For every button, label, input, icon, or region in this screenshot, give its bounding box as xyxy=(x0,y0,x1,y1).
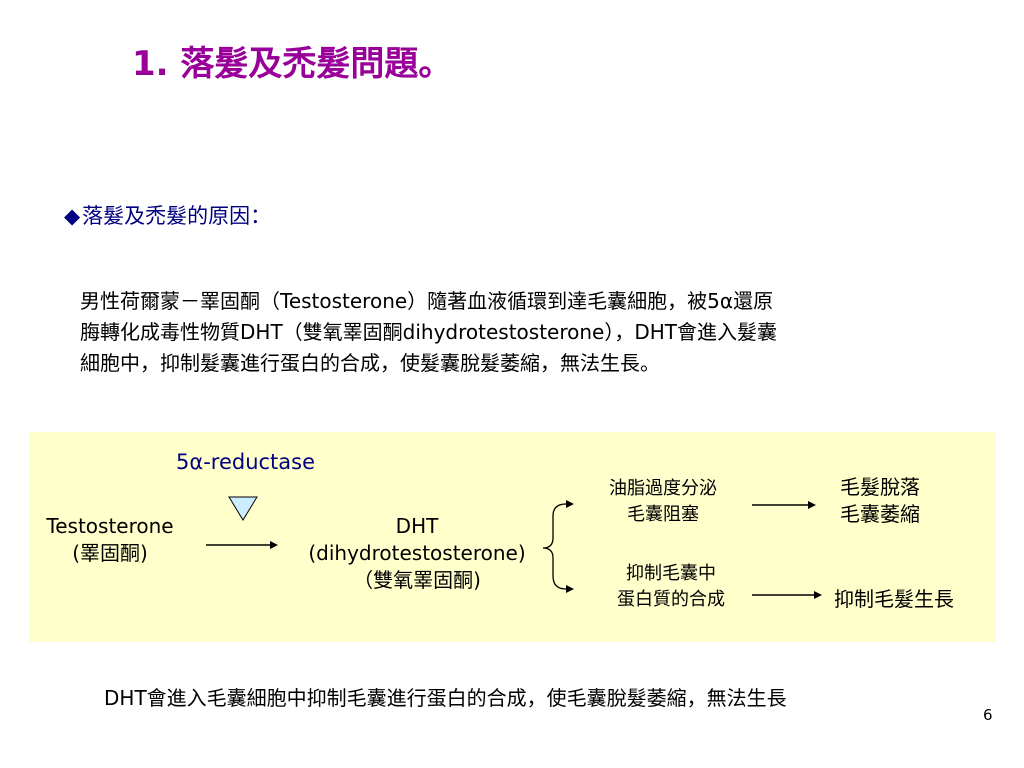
page-number: 6 xyxy=(983,706,993,724)
effect-bottom: 抑制毛囊中 蛋白質的合成 xyxy=(596,561,746,613)
paragraph-line: 脢轉化成毒性物質DHT（雙氧睪固酮dihydrotestosterone），DH… xyxy=(80,320,778,344)
result-top-line: 毛髮脫落 xyxy=(840,475,920,499)
arrowhead xyxy=(270,541,278,549)
effect-bottom-line: 蛋白質的合成 xyxy=(617,589,725,610)
section-heading: ◆落髮及禿髮的原因： xyxy=(64,200,271,230)
diagram-panel xyxy=(29,432,996,642)
testosterone-node: Testosterone (睪固酮) xyxy=(30,513,190,567)
dht-name: DHT xyxy=(395,514,439,538)
section-heading-text: 落髮及禿髮的原因： xyxy=(82,204,272,228)
arrowhead xyxy=(566,500,574,508)
effect-bottom-line: 抑制毛囊中 xyxy=(626,563,716,584)
explanation-paragraph: 男性荷爾蒙－睪固酮（Testosterone）隨著血液循環到達毛囊細胞，被5α還… xyxy=(80,286,960,379)
result-bottom: 抑制毛髮生長 xyxy=(834,587,954,611)
brace xyxy=(542,503,567,590)
dht-full-name: (dihydrotestosterone) xyxy=(308,541,526,565)
testosterone-name: Testosterone xyxy=(46,514,174,538)
dht-chinese: （雙氧睪固酮) xyxy=(353,568,481,592)
effect-top-line: 油脂過度分泌 xyxy=(609,478,717,499)
effect-top-line: 毛囊阻塞 xyxy=(627,504,699,525)
result-top-line: 毛囊萎縮 xyxy=(840,502,920,526)
paragraph-line: 男性荷爾蒙－睪固酮（Testosterone）隨著血液循環到達毛囊細胞，被5α還… xyxy=(80,289,774,313)
enzyme-label: 5α-reductase xyxy=(176,450,316,474)
testosterone-chinese: (睪固酮) xyxy=(72,541,148,565)
enzyme-triangle-icon xyxy=(228,496,258,521)
arrowhead xyxy=(566,585,574,593)
arrowhead xyxy=(814,591,822,599)
slide-title: 1. 落髮及禿髮問題。 xyxy=(132,44,453,84)
effect-top: 油脂過度分泌 毛囊阻塞 xyxy=(588,476,738,528)
diamond-bullet-icon: ◆ xyxy=(64,204,81,228)
result-top: 毛髮脫落 毛囊萎縮 xyxy=(815,474,945,528)
arrowhead xyxy=(808,501,816,509)
footer-summary: DHT會進入毛囊細胞中抑制毛囊進行蛋白的合成，使毛囊脫髮萎縮，無法生長 xyxy=(104,686,787,710)
paragraph-line: 細胞中，抑制髮囊進行蛋白的合成，使髮囊脫髮萎縮，無法生長。 xyxy=(80,351,660,375)
dht-node: DHT (dihydrotestosterone) （雙氧睪固酮) xyxy=(283,513,551,594)
